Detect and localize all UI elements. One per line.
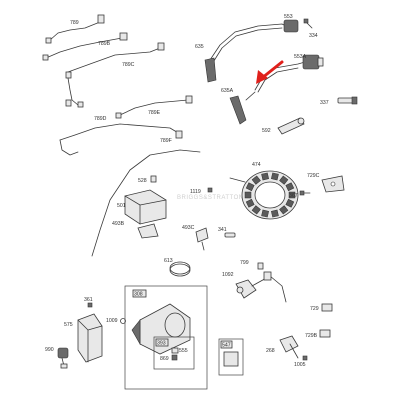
battery-575 [77,313,103,363]
callout-553: 553 [284,14,293,20]
stator-pole [279,175,289,185]
stator-pole [279,205,289,215]
wire-789B [42,32,128,61]
wire-789F [59,123,183,156]
stator-pole [271,209,279,218]
brush-555 [171,347,179,354]
callout-613: 613 [164,258,173,264]
solenoid-kit-box-393 [153,336,195,370]
stator-pole [285,182,295,192]
callout-592: 592 [262,128,271,134]
callout-729C: 729C [307,173,320,179]
callout-501: 501 [117,203,126,209]
stator-pole [245,198,255,208]
spark-plug-boot-635A [229,91,256,125]
switch-268 [279,335,299,359]
clip-528 [150,175,157,183]
callout-799: 799 [240,260,249,266]
bracket-729C [321,175,345,193]
callout-474: 474 [252,162,261,168]
callout-729B: 729B [305,333,318,339]
callout-528: 528 [138,178,147,184]
wire-789C [65,42,165,79]
callout-393: 393 [157,341,166,347]
wire-789E [115,95,193,119]
callout-575: 575 [64,322,73,328]
callout-1005: 1005 [294,362,306,368]
starter-motor-box-308 [124,285,208,390]
callout-789E: 789E [148,110,161,116]
callout-367: 367 [289,193,298,199]
callout-361: 361 [84,297,93,303]
bracket-493B [137,223,159,239]
stator-pole [245,182,255,192]
screw-1119 [207,187,213,193]
connector-493C [195,227,209,251]
callout-334: 334 [309,33,318,39]
washer-1009 [120,318,126,324]
screw-1005 [302,355,308,361]
stator-pole [271,172,279,181]
callout-789B: 789B [98,41,111,47]
alternator-stator-474 [229,170,299,220]
callout-553A: 553A [294,54,307,60]
spark-plug-wire-553A [254,54,324,93]
decal-box-547 [218,338,244,376]
callout-789: 789 [70,20,79,26]
highlight-arrow [256,60,284,84]
watermark-text: BRIGGS&STRATTON [177,195,244,201]
callout-789C: 789C [122,62,135,68]
tube-592 [277,117,305,135]
callout-1009: 1009 [106,318,118,324]
screw-361 [87,302,93,308]
callout-869: 869 [160,356,169,362]
callout-555: 555 [179,348,188,354]
callout-268: 268 [266,348,275,354]
stator-pole [261,209,269,218]
wire-789 [45,14,105,44]
screw-334 [303,18,313,29]
rectifier-501 [124,189,167,225]
stator-pole [285,198,295,208]
bracket-729B [319,329,331,338]
stator-pole [288,191,296,199]
callout-635A: 635A [221,88,234,94]
stator-pole [251,205,261,215]
screw-367 [299,190,311,196]
callout-493B: 493B [112,221,125,227]
brush-869 [171,354,178,361]
plug-799 [257,262,264,270]
callout-635: 635 [195,44,204,50]
callout-493C: 493C [182,225,195,231]
callout-547: 547 [222,343,231,349]
callout-308: 308 [134,292,143,298]
spark-plug-wire-553 [204,19,299,83]
spark-plug-337 [337,96,358,105]
callout-341: 341 [218,227,227,233]
clamp-613 [169,261,191,277]
key-switch-990 [57,347,69,369]
ground-cable [91,149,201,257]
wire-789D [65,77,84,108]
callout-789F: 789F [160,138,172,144]
callout-990: 990 [45,347,54,353]
callout-789D: 789D [94,116,107,122]
clip-341 [224,232,236,238]
callout-1092: 1092 [222,272,234,278]
stator-pole [261,172,269,181]
starter-motor [131,303,191,355]
stator-pole [244,191,252,199]
bracket-729 [321,303,333,312]
callout-729: 729 [310,306,319,312]
switch-1092 [235,271,287,303]
stator-pole [251,175,261,185]
callout-1119: 1119 [190,189,201,195]
callout-337: 337 [320,100,329,106]
